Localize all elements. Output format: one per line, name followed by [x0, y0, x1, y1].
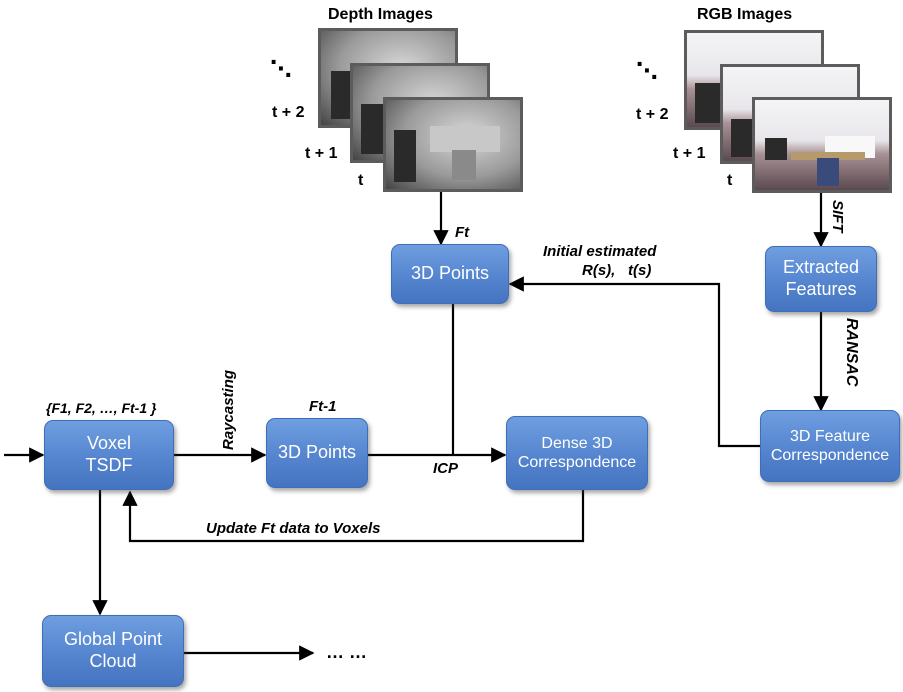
label-ft-minus-1: Ft-1	[309, 398, 337, 415]
box-3d-feature-correspondence: 3D Feature Correspondence	[760, 410, 900, 482]
label-frames-set: {F1, F2, …, Ft-1 }	[46, 400, 157, 416]
label-initial-estimated: Initial estimated	[543, 243, 657, 260]
box-3d-points-previous-text: 3D Points	[277, 442, 357, 463]
depth-label-t-plus-1: t + 1	[305, 145, 338, 162]
box-3d-points-current: 3D Points	[391, 244, 509, 304]
label-update-voxels: Update Ft data to Voxels	[206, 520, 381, 537]
depth-ellipsis: ⋱	[270, 56, 293, 81]
rgb-ellipsis: ⋱	[636, 58, 659, 83]
depth-images-header: Depth Images	[328, 6, 433, 23]
box-voxel-tsdf-line1: Voxel	[86, 433, 132, 454]
box-voxel-tsdf-line2: TSDF	[85, 455, 133, 475]
box-extracted-features: Extracted Features	[765, 246, 877, 312]
box-global-point-cloud-line2: Cloud	[89, 651, 137, 671]
box-extracted-features-line2: Features	[785, 279, 857, 299]
rgb-label-t-plus-2: t + 2	[636, 106, 669, 123]
depth-label-t: t	[358, 172, 364, 189]
box-voxel-tsdf: Voxel TSDF	[44, 420, 174, 490]
box-global-point-cloud: Global Point Cloud	[42, 615, 184, 687]
rgb-images-header: RGB Images	[697, 6, 793, 23]
box-extracted-features-line1: Extracted	[782, 257, 860, 278]
rgb-label-t-plus-1: t + 1	[673, 145, 706, 162]
box-global-point-cloud-line1: Global Point	[63, 629, 163, 650]
label-sift: SIFT	[829, 200, 846, 233]
depth-label-t-plus-2: t + 2	[272, 104, 305, 121]
box-dense-3d-correspondence: Dense 3D Correspondence	[506, 416, 648, 490]
box-dense-3d-correspondence-line2: Correspondence	[517, 454, 637, 471]
box-3d-feature-correspondence-line1: 3D Feature	[789, 427, 871, 445]
box-dense-3d-correspondence-line1: Dense 3D	[541, 434, 613, 452]
arrow-dense-to-voxel	[122, 490, 585, 543]
box-3d-points-previous: 3D Points	[266, 418, 368, 488]
label-ransac: RANSAC	[843, 318, 860, 387]
depth-image-t	[383, 97, 523, 192]
box-3d-points-current-text: 3D Points	[410, 263, 490, 284]
label-icp: ICP	[433, 460, 459, 477]
label-raycasting: Raycasting	[220, 369, 237, 450]
box-3d-feature-correspondence-line2: Correspondence	[770, 447, 890, 464]
label-translation-estimate: t(s)	[628, 262, 652, 279]
label-ft: Ft	[455, 224, 470, 241]
rgb-image-t	[752, 97, 892, 193]
arrow-correspondence-to-points	[508, 276, 760, 448]
label-rotation-estimate: R(s),	[582, 262, 616, 279]
rgb-label-t: t	[727, 172, 733, 189]
label-output-ellipsis: … …	[326, 642, 368, 662]
